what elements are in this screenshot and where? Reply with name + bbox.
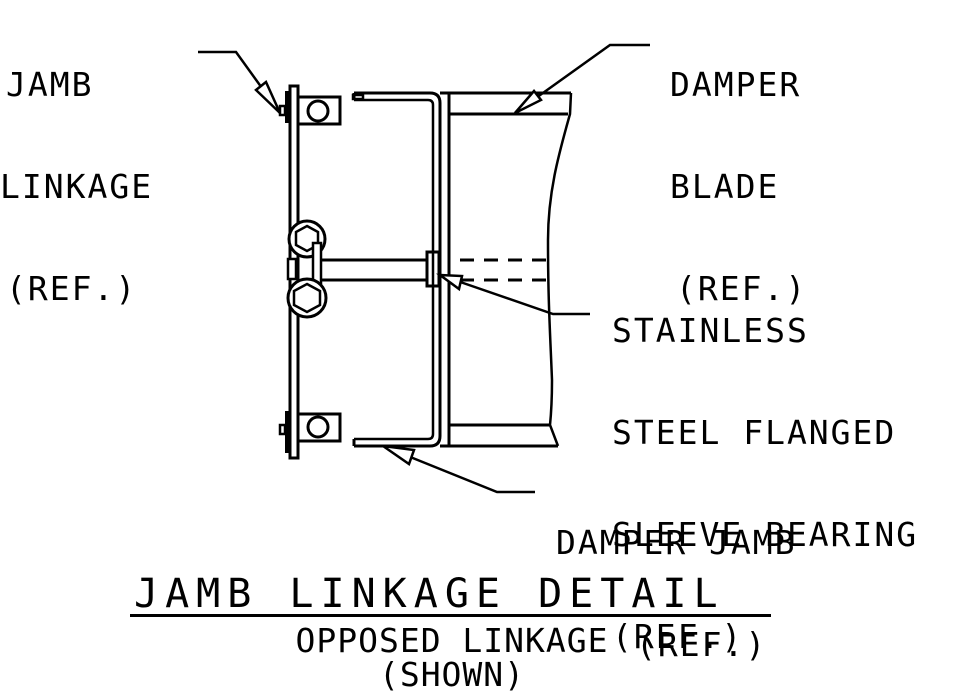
axle-shaft xyxy=(321,258,428,282)
callout-text: (REF.) xyxy=(612,617,744,656)
drawing-subtitle: OPPOSED LINKAGE xyxy=(295,621,609,660)
leader-damper-jamb xyxy=(382,444,535,494)
drawing-title: JAMB LINKAGE DETAIL xyxy=(134,571,725,617)
drawing-subtitle-note: (SHOWN) xyxy=(378,655,526,692)
leader-jamb-linkage xyxy=(198,50,282,114)
crank-hex-assembly xyxy=(286,219,328,319)
bottom-pivot-bracket xyxy=(278,411,342,453)
callout-jamb-linkage: JAMB LINKAGE (REF.) xyxy=(0,2,153,374)
callout-text: DAMPER JAMB xyxy=(556,523,797,562)
callout-text: STAINLESS xyxy=(612,311,809,350)
damper-blade xyxy=(440,91,573,448)
callout-sleeve-bearing: STAINLESS STEEL FLANGED SLEEVE BEARING (… xyxy=(612,248,918,692)
callout-text: JAMB xyxy=(6,65,94,104)
callout-text: STEEL FLANGED xyxy=(612,413,897,452)
leader-sleeve-bearing xyxy=(435,273,590,316)
callout-text: BLADE xyxy=(670,167,780,206)
callout-text: (REF.) xyxy=(636,625,768,664)
callout-text: SLEEVE BEARING xyxy=(612,515,919,554)
callout-text: (REF.) xyxy=(6,269,138,308)
title-underline xyxy=(130,614,771,617)
damper-jamb-channel xyxy=(352,91,451,448)
callout-text: DAMPER xyxy=(670,65,802,104)
callout-damper-jamb: DAMPER JAMB (REF.) xyxy=(556,460,797,692)
callout-text: LINKAGE xyxy=(0,167,154,206)
leader-damper-blade xyxy=(514,43,650,115)
callout-text: (REF.) xyxy=(676,269,808,308)
callout-damper-blade: DAMPER BLADE (REF.) xyxy=(670,2,807,374)
